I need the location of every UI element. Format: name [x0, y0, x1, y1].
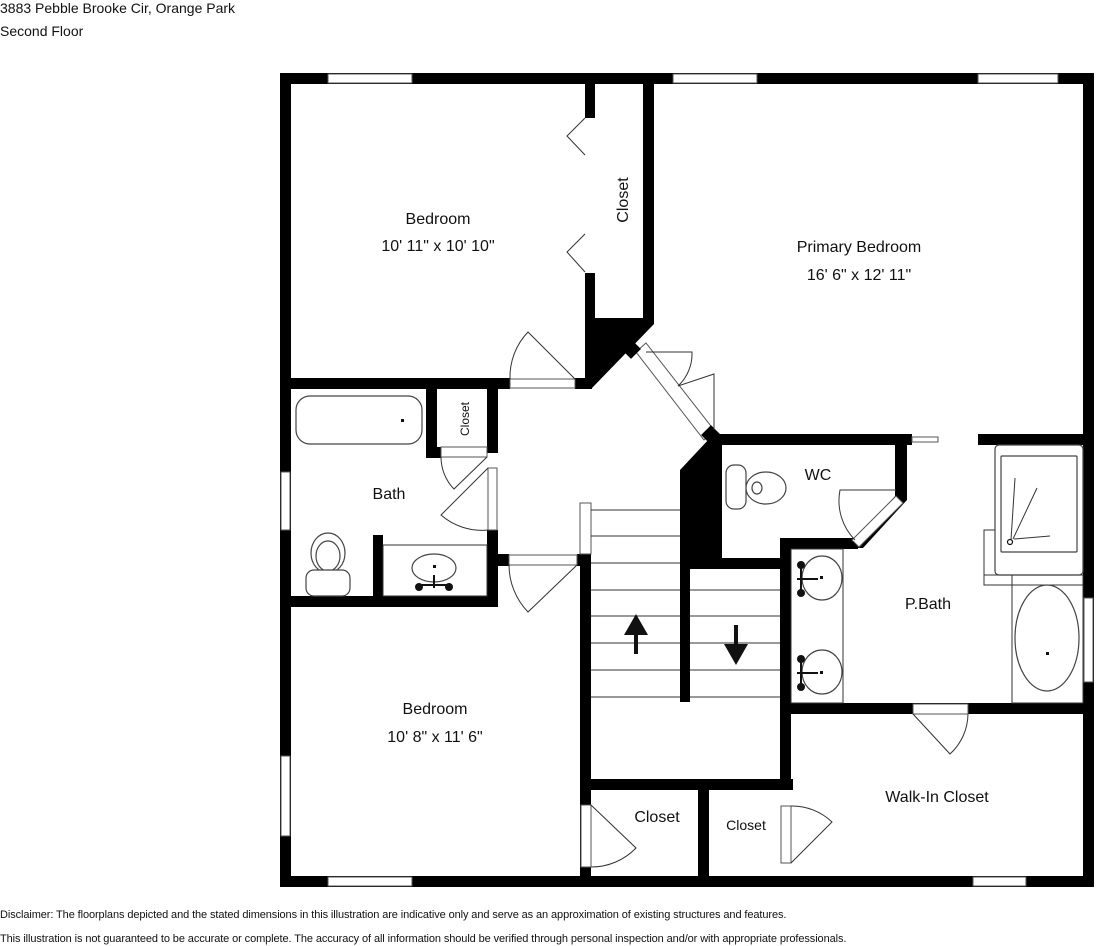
wc-rail	[911, 436, 939, 443]
bathtub-icon	[295, 395, 423, 445]
wc-door[interactable]	[838, 489, 904, 548]
hall-closet-label: Closet	[726, 817, 766, 833]
bath-closet-door[interactable]	[440, 446, 488, 490]
primary-bedroom-label: Primary Bedroom	[797, 239, 921, 256]
address-title: 3883 Pebble Brooke Cir, Orange Park	[0, 0, 236, 16]
bedroom-1-door[interactable]	[509, 331, 576, 389]
bedroom-2-closet-label: Closet	[634, 809, 680, 826]
wc-toilet-icon	[725, 464, 787, 510]
bedroom-2-closet-door[interactable]	[580, 804, 637, 868]
hall-closet-door[interactable]	[780, 805, 833, 864]
wc-label: WC	[805, 467, 832, 484]
stairs-down-arrow-icon	[724, 625, 748, 665]
interior-walls	[280, 73, 1094, 887]
bath-toilet-icon	[305, 532, 351, 597]
closet-bifold-doors[interactable]	[566, 117, 586, 273]
oval-tub-icon	[1011, 574, 1084, 704]
bedroom-2-dimensions: 10' 8" x 11' 6"	[387, 729, 482, 746]
floor-label: Second Floor	[0, 23, 84, 39]
primary-bedroom-dimensions: 16' 6" x 12' 11"	[807, 267, 911, 284]
bedroom-1-dimensions: 10' 11" x 10' 10"	[381, 238, 494, 255]
bath-sink-icon	[382, 544, 488, 597]
bedroom-2-label: Bedroom	[403, 701, 468, 718]
p-bath-label: P.Bath	[905, 596, 951, 613]
stairs-up-arrow-icon	[624, 614, 648, 654]
disclaimer-line-2: This illustration is not guaranteed to b…	[0, 933, 847, 945]
vanity-sinks-icon	[790, 548, 844, 704]
walk-in-closet-label: Walk-In Closet	[885, 789, 989, 806]
windows	[280, 73, 1094, 887]
bath-closet-label: Closet	[458, 401, 472, 436]
bath-door[interactable]	[440, 467, 498, 531]
bedroom-2-door[interactable]	[508, 554, 578, 613]
bath-label: Bath	[373, 486, 406, 503]
shower-icon	[983, 444, 1084, 586]
stair-newel	[579, 502, 592, 555]
disclaimer-line-1: Disclaimer: The floorplans depicted and …	[0, 909, 787, 921]
bedroom-1-label: Bedroom	[406, 211, 471, 228]
staircase[interactable]	[591, 509, 780, 698]
walk-in-closet-door[interactable]	[912, 703, 969, 755]
primary-bedroom-double-door[interactable]	[621, 339, 721, 445]
bedroom-1-closet-label: Closet	[615, 177, 632, 223]
